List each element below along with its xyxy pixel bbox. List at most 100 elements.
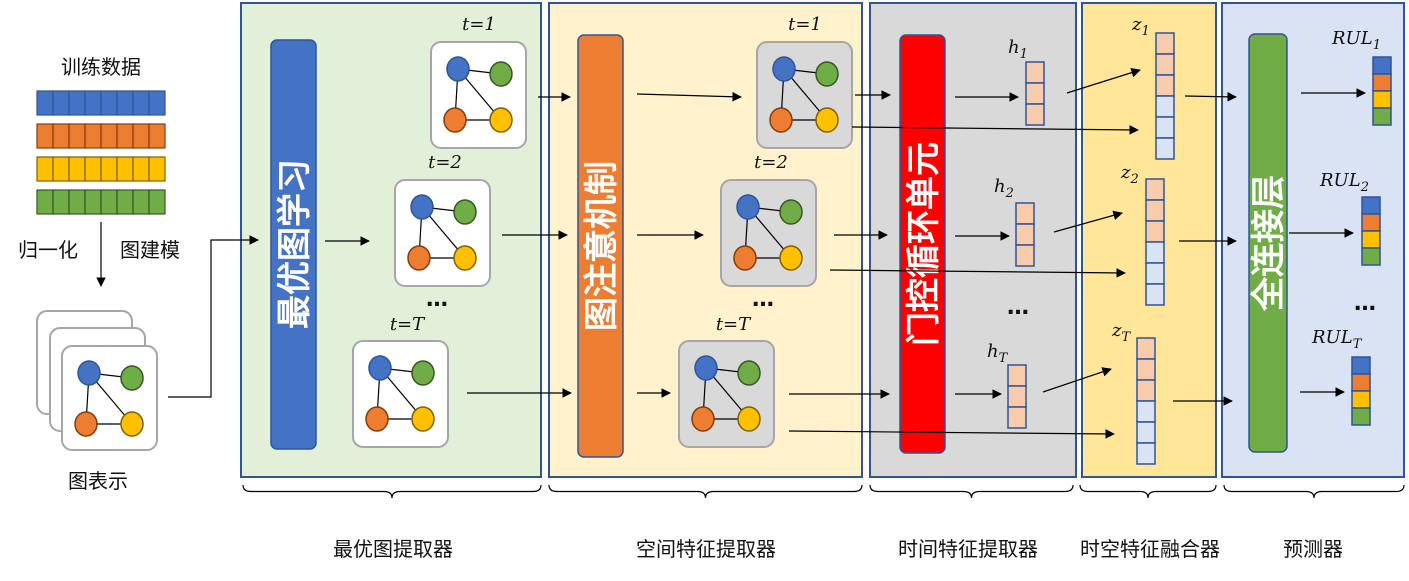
graph-node — [489, 107, 513, 133]
vector-cell — [1372, 107, 1392, 126]
vector-cell — [1361, 213, 1381, 232]
data-bar-cell — [52, 156, 70, 182]
graph-model-label: 图建模 — [120, 238, 180, 262]
feature-vectors — [1007, 32, 1392, 465]
vector-cell — [1155, 32, 1175, 55]
graph-node — [737, 360, 761, 386]
data-bar-cell — [148, 123, 166, 149]
graph-node — [407, 245, 431, 271]
svg-text:z2: z2 — [1120, 162, 1139, 187]
graph-repr-label: 图表示 — [68, 469, 128, 493]
vector-cell — [1372, 90, 1392, 109]
graph-node — [691, 406, 715, 432]
vector-cell — [1007, 385, 1027, 408]
data-bar-cell — [68, 90, 86, 116]
graph-node — [120, 411, 144, 437]
graph-card — [352, 340, 449, 448]
svg-text:hT: hT — [987, 341, 1009, 366]
graph-card-tT-b — [678, 340, 775, 448]
rul-label-T: RULT — [1311, 327, 1363, 352]
timestep-label-tT-a: t=T — [390, 314, 426, 335]
vector-cell — [1155, 74, 1175, 97]
svg-text:RUL1: RUL1 — [1331, 28, 1381, 53]
vector-cell — [1372, 73, 1392, 92]
data-bar-cell — [52, 123, 70, 149]
fused-label-T: zT — [1111, 320, 1131, 345]
graph-attention-label: 图注意机制 — [582, 161, 622, 331]
vector-cell — [1351, 373, 1371, 392]
vector-cell — [1136, 337, 1156, 360]
data-bar-cell — [116, 189, 134, 215]
vector-cell — [1136, 379, 1156, 402]
rul-vector-2 — [1361, 196, 1381, 266]
data-bar-cell — [132, 123, 150, 149]
graph-node — [736, 194, 760, 220]
hidden-vector-1 — [1025, 61, 1045, 126]
graph-card-t1-b — [756, 41, 853, 149]
section-brace — [1079, 484, 1217, 499]
graph-node — [446, 56, 470, 82]
graph-attention-block — [577, 34, 624, 458]
graph-node — [453, 199, 477, 225]
data-bar-cell — [36, 90, 54, 116]
vector-cell — [1155, 95, 1175, 118]
training-data-label: 训练数据 — [61, 55, 141, 79]
flow-arrow — [851, 125, 1139, 135]
flow-arrow — [788, 429, 1115, 439]
vector-cell — [1155, 137, 1175, 160]
data-bar-cell — [84, 189, 102, 215]
vector-cell — [1136, 421, 1156, 444]
vector-cell — [1136, 400, 1156, 423]
data-bar-cell — [68, 189, 86, 215]
data-bar-cell — [68, 156, 86, 182]
fused-label-1: z1 — [1131, 14, 1150, 39]
rul-vector-T — [1351, 356, 1371, 426]
graph-node — [410, 194, 434, 220]
fused-vector-2 — [1145, 178, 1165, 306]
vector-cell — [1007, 364, 1027, 387]
section-label-predictor: 预测器 — [1283, 537, 1343, 561]
data-bar-cell — [84, 90, 102, 116]
rul-vector-1 — [1372, 56, 1392, 126]
data-bar-cell — [68, 123, 86, 149]
timestep-label-t1-b: t=1 — [788, 14, 822, 35]
vector-cell — [1155, 116, 1175, 139]
gru-block — [899, 34, 946, 454]
data-bar-cell — [36, 189, 54, 215]
hidden-vector-2 — [1015, 202, 1035, 267]
section-label-spatial: 空间特征提取器 — [636, 537, 776, 561]
flow-arrow — [1042, 367, 1112, 393]
vector-cell — [1155, 53, 1175, 76]
graph-node — [453, 245, 477, 271]
hidden-label-2: h2 — [994, 176, 1014, 201]
vector-cell — [1361, 196, 1381, 215]
fused-vector-T — [1136, 337, 1156, 465]
data-bar-cell — [132, 189, 150, 215]
ellipsis-a: … — [426, 287, 448, 312]
data-bar-cell — [116, 90, 134, 116]
graph-card — [394, 179, 491, 287]
section-label-optimal-graph: 最优图提取器 — [333, 537, 453, 561]
input-to-extractor-arrow — [168, 235, 259, 398]
vector-cell — [1145, 220, 1165, 243]
vector-cell — [1351, 390, 1371, 409]
optimal-graph-learning-label: 最优图学习 — [275, 159, 315, 329]
flow-arrow — [636, 91, 742, 102]
graph-card-tT-a — [352, 340, 449, 448]
timestep-label-t2-b: t=2 — [754, 152, 788, 173]
ellipsis-c: … — [1007, 295, 1029, 320]
section-brace — [869, 484, 1074, 499]
data-bar-cell — [148, 156, 166, 182]
vector-cell — [1015, 223, 1035, 246]
optimal-graph-learning-block — [270, 39, 317, 450]
rul-label-1: RUL1 — [1331, 28, 1381, 53]
data-bar-cell — [132, 156, 150, 182]
graph-card — [756, 41, 853, 149]
vector-cell — [1015, 202, 1035, 225]
vector-cell — [1361, 230, 1381, 249]
vector-cell — [1145, 283, 1165, 306]
vector-cell — [1351, 356, 1371, 375]
timestep-label-t2-a: t=2 — [428, 152, 462, 173]
flow-arrow — [1053, 210, 1123, 233]
graph-card-t1-a — [430, 41, 527, 149]
